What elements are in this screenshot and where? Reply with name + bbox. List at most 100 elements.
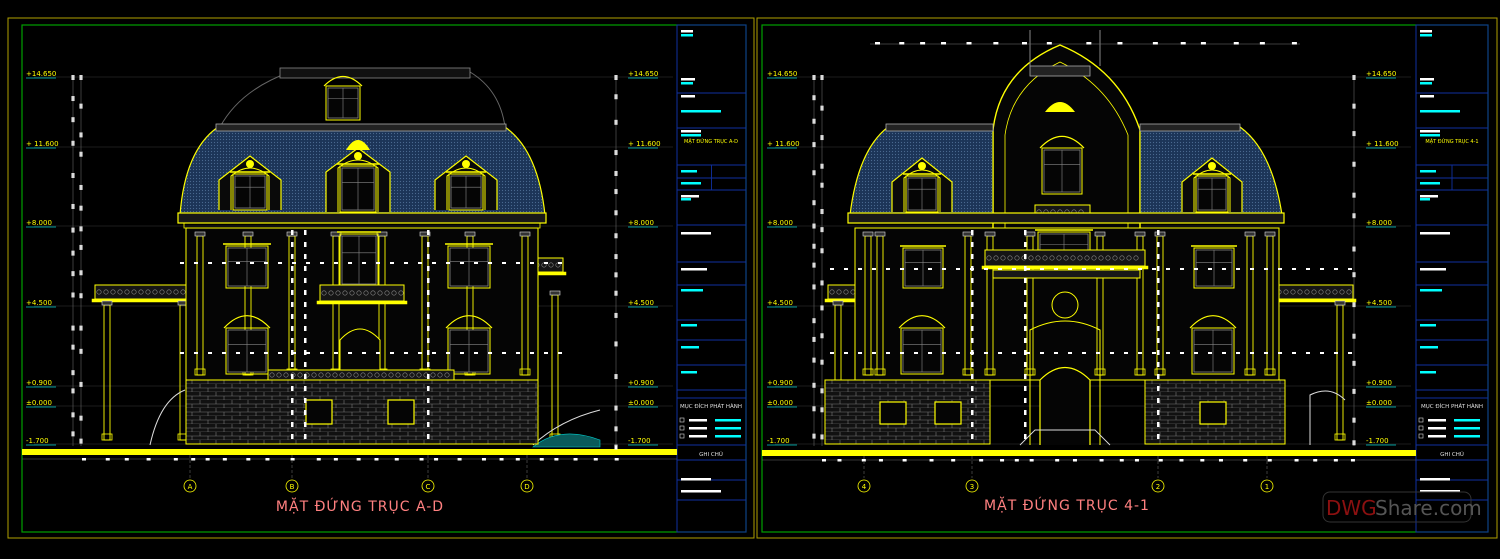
hidden-line-dash [291,254,294,259]
hidden-line-dash [914,268,918,270]
hidden-line-dash [194,262,198,264]
hidden-line-dash [278,262,282,264]
hidden-line-dash [427,242,430,247]
hidden-line-dash [1026,352,1030,354]
hidden-line-dash [376,352,380,354]
title-block-notes-left: GHI CHÚ [699,451,723,458]
hidden-line-dash [306,262,310,264]
hidden-line-dash [1278,268,1282,270]
balustrade-frame [1275,285,1353,299]
hidden-line-dash [1082,352,1086,354]
hidden-line-dash [304,398,307,403]
hidden-line-dash [858,268,862,270]
hidden-line-dash [180,352,184,354]
hidden-line-dash [1222,268,1226,270]
title-block-text-placeholder [681,82,693,85]
hidden-line-dash [304,362,307,367]
hidden-line-dash [971,314,974,319]
balcony-slab [317,301,407,304]
hidden-line-dash [278,352,282,354]
issue-date-placeholder [1454,419,1480,422]
hidden-line-dash [1124,268,1128,270]
hidden-line-dash [1012,352,1016,354]
title-block-drawing-name-right: MẶT ĐỨNG TRỤC 4-1 [1425,138,1478,145]
hidden-line-dash [1157,338,1160,343]
basement-window [306,400,332,424]
title-block-text-placeholder [1420,371,1436,374]
dim-text-placeholder [106,458,110,461]
dim-text-placeholder [1181,42,1186,45]
hidden-line-dash [334,352,338,354]
hidden-line-dash [928,268,932,270]
svg-text:DWG: DWG [1326,496,1377,520]
hidden-line-dash [291,434,294,439]
hidden-line-dash [971,386,974,391]
hidden-line-dash [1024,398,1027,403]
hidden-line-dash [900,352,904,354]
hidden-line-dash [971,302,974,307]
hidden-line-dash [306,352,310,354]
hidden-line-dash [304,410,307,415]
grid-axis-label: C [426,483,431,491]
hidden-line-dash [304,374,307,379]
title-block-text-placeholder [1420,195,1438,198]
level-label-right: +14.650 [1366,70,1396,78]
dim-text-placeholder [1313,459,1317,462]
title-block-text-placeholder [1420,198,1430,201]
hidden-line-dash [418,262,422,264]
hidden-line-dash [1157,314,1160,319]
hidden-line-dash [304,302,307,307]
hidden-line-dash [427,410,430,415]
level-label-left: +4.500 [767,299,793,307]
level-label-left: +4.500 [26,299,52,307]
dim-text-placeholder [82,458,86,461]
dim-text-placeholder [434,458,438,461]
hidden-line-dash [1124,352,1128,354]
title-block-text-placeholder [681,134,701,137]
elevation-sheet-4-1: +14.650+14.650+ 11.600+ 11.600+8.000+8.0… [762,25,1488,532]
title-block-text-placeholder [681,78,695,81]
dim-text-placeholder [147,458,151,461]
hidden-line-dash [418,352,422,354]
hidden-line-dash [928,352,932,354]
hidden-line-dash [1320,268,1324,270]
hidden-line-dash [446,262,450,264]
level-label-left: -1.700 [26,437,49,445]
hidden-line-dash [1348,268,1352,270]
dim-text-placeholder [191,458,195,461]
dim-text-placeholder [1015,459,1019,462]
title-block-text-placeholder [1420,289,1442,292]
column-capital [875,232,885,236]
ground-line [762,450,1416,456]
hidden-line-dash [236,352,240,354]
hidden-line-dash [427,434,430,439]
dim-text-placeholder [1135,459,1139,462]
hidden-line-dash [488,352,492,354]
dormer-ornament [246,160,254,168]
dim-text-placeholder [1334,459,1338,462]
balcony-entablature [993,270,1140,278]
hidden-line-dash [886,268,890,270]
hidden-line-dash [222,352,226,354]
dim-text-placeholder [1292,42,1297,45]
frieze [184,223,540,228]
hidden-line-dash [1278,352,1282,354]
window [337,232,381,286]
dim-text-placeholder [903,459,907,462]
hidden-line-dash [1024,410,1027,415]
column-shaft [104,305,110,440]
column-shaft [552,295,558,440]
hidden-line-dash [474,262,478,264]
dim-text-placeholder [615,458,619,461]
column [102,301,112,440]
hidden-line-dash [1054,352,1058,354]
hidden-line-dash [208,262,212,264]
hidden-line-dash [250,352,254,354]
hidden-line-dash [1068,352,1072,354]
dim-text-placeholder [1201,42,1206,45]
hidden-line-dash [971,374,974,379]
hidden-line-dash [1348,352,1352,354]
pool-hatch [533,434,600,447]
hidden-line-dash [348,352,352,354]
